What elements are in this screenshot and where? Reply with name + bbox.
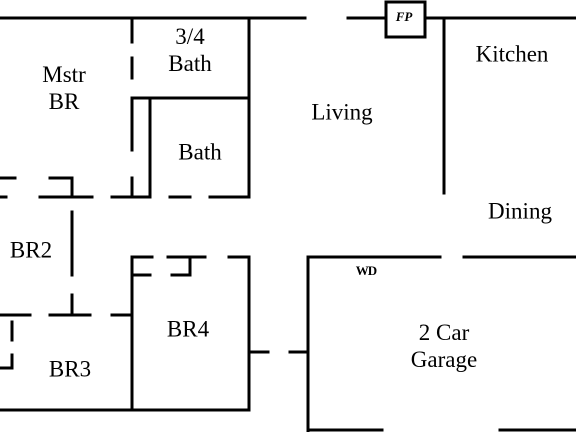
label-br3: BR3 [48, 356, 92, 382]
label-bath: Bath [178, 139, 222, 165]
label-br2: BR2 [9, 237, 53, 263]
label-fireplace: FP [395, 9, 413, 24]
label-master-line1: Mstr [42, 62, 86, 87]
label-kitchen: Kitchen [475, 41, 549, 67]
label-br4: BR4 [166, 316, 210, 342]
label-dining: Dining [488, 198, 552, 224]
label-garage-line2: Garage [410, 347, 478, 372]
label-washer-dryer: WD [355, 263, 377, 278]
fireplace-box [384, 0, 427, 39]
label-tqb-line1: 3/4 [175, 24, 205, 49]
label-master-bedroom: Mstr BR [42, 61, 85, 115]
label-master-line2: BR [48, 89, 80, 114]
label-garage: 2 Car Garage [411, 319, 477, 373]
label-three-quarter-bath: 3/4 Bath [168, 23, 211, 77]
label-garage-line1: 2 Car [418, 320, 470, 345]
label-tqb-line2: Bath [168, 51, 212, 76]
label-living: Living [311, 99, 373, 125]
